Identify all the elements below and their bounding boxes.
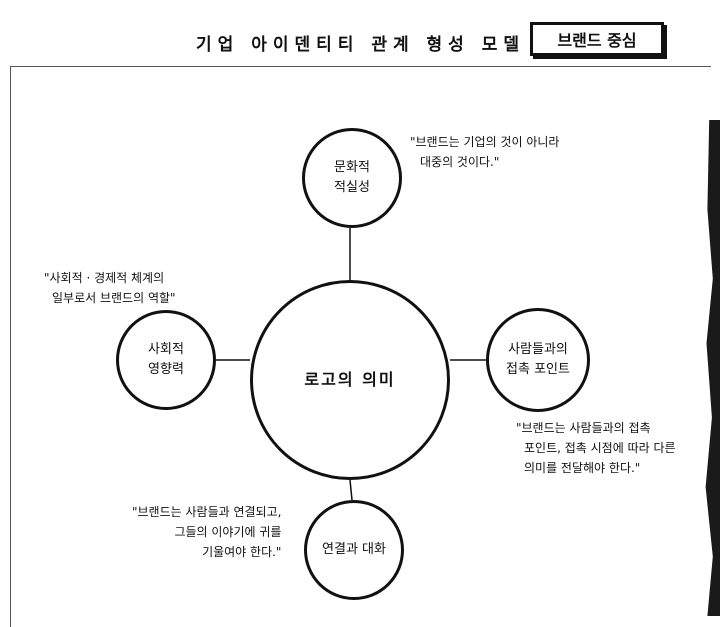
center-circle: 로고의 의미 xyxy=(250,280,450,480)
page-title: 기업 아이덴티티 관계 형성 모델 xyxy=(196,35,525,55)
diagram-frame xyxy=(10,66,711,627)
node-connection-dialogue: 연결과 대화 xyxy=(304,500,404,600)
quote-line: "브랜드는 사람들과의 접촉 xyxy=(516,421,651,435)
quote-left: "사회적 · 경제적 체계의 일부로서 브랜드의 역할" xyxy=(44,268,176,308)
node-label: 접촉 포인트 xyxy=(506,362,570,377)
node-label: 연결과 대화 xyxy=(322,542,386,557)
quote-bottom: "브랜드는 사람들과 연결되고, 그들의 이야기에 귀를 기울여야 한다." xyxy=(132,502,281,562)
quote-line: 기울여야 한다." xyxy=(202,545,282,559)
center-label: 로고의 의미 xyxy=(304,370,396,389)
brand-center-tag: 브랜드 중심 xyxy=(530,22,664,56)
node-label: 문화적 xyxy=(334,160,370,175)
quote-line: "브랜드는 사람들과 연결되고, xyxy=(132,505,282,519)
quote-line: 일부로서 브랜드의 역할" xyxy=(52,291,176,305)
node-label: 영향력 xyxy=(148,362,184,377)
quote-line: 의미를 전달해야 한다." xyxy=(524,461,641,475)
node-label: 사회적 xyxy=(148,342,184,357)
node-cultural-relevance: 문화적 적실성 xyxy=(302,128,402,228)
quote-line: 포인트, 접촉 시점에 따라 다른 xyxy=(524,441,676,455)
node-touchpoints: 사람들과의 접촉 포인트 xyxy=(486,308,590,412)
node-social-influence: 사회적 영향력 xyxy=(116,310,216,410)
connector-bottom xyxy=(349,479,353,501)
node-label: 사람들과의 xyxy=(508,342,568,357)
quote-right: "브랜드는 사람들과의 접촉 포인트, 접촉 시점에 따라 다른 의미를 전달해… xyxy=(516,418,676,478)
quote-line: "사회적 · 경제적 체계의 xyxy=(44,271,165,285)
quote-line: 대중의 것이다." xyxy=(420,155,500,169)
quote-top: "브랜드는 기업의 것이 아니라 대중의 것이다." xyxy=(410,132,559,172)
quote-line: "브랜드는 기업의 것이 아니라 xyxy=(410,135,560,149)
quote-line: 그들의 이야기에 귀를 xyxy=(174,525,282,539)
node-label: 적실성 xyxy=(334,180,370,195)
